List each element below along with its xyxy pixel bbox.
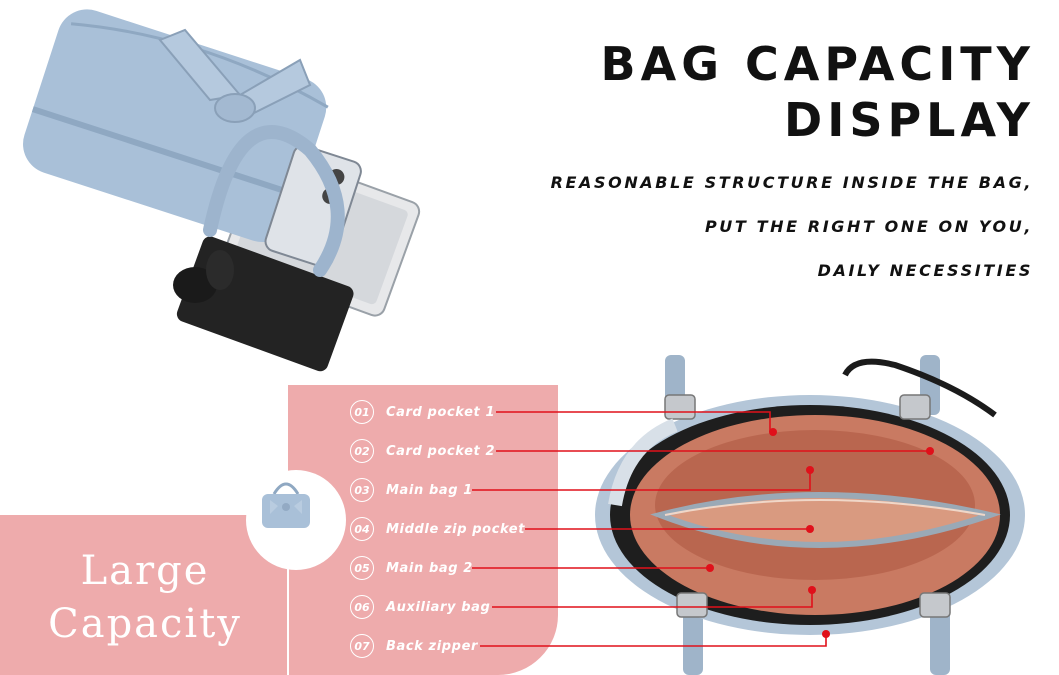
item-label: Auxiliary bag <box>386 599 491 615</box>
list-item: 07 Back zipper <box>350 632 478 660</box>
headline: BAG CAPACITY DISPLAY <box>601 36 1035 148</box>
panel-divider <box>287 562 289 675</box>
leader-line-1 <box>496 411 771 432</box>
item-number: 02 <box>350 439 374 463</box>
item-label: Back zipper <box>386 638 479 654</box>
item-number: 06 <box>350 595 374 619</box>
list-item: 03 Main bag 1 <box>350 476 473 504</box>
item-number: 07 <box>350 634 374 658</box>
bag-thumbnail <box>262 482 310 528</box>
list-item: 04 Middle zip pocket <box>350 515 525 543</box>
item-label: Main bag 2 <box>386 560 473 576</box>
leader-line-3 <box>472 470 811 491</box>
capacity-title: Large Capacity <box>40 545 250 651</box>
leader-dot-4 <box>806 525 814 533</box>
list-item: 06 Auxiliary bag <box>350 593 490 621</box>
capacity-panel <box>0 515 290 675</box>
leader-dot-2 <box>926 447 934 455</box>
leader-dot-5 <box>706 564 714 572</box>
headline-line-2: DISPLAY <box>784 93 1035 147</box>
tagline-line-1: REASONABLE STRUCTURE INSIDE THE BAG, <box>550 173 1033 192</box>
list-item: 05 Main bag 2 <box>350 554 473 582</box>
item-number: 03 <box>350 478 374 502</box>
list-item: 02 Card pocket 2 <box>350 437 495 465</box>
leader-line-6 <box>492 590 813 608</box>
tagline-line-3: DAILY NECESSITIES <box>817 261 1033 280</box>
leader-dot-3 <box>806 466 814 474</box>
leader-line-7 <box>480 634 827 647</box>
leader-dot-1 <box>769 428 777 436</box>
leader-dot-6 <box>808 586 816 594</box>
list-item: 01 Card pocket 1 <box>350 398 495 426</box>
item-label: Middle zip pocket <box>386 521 526 537</box>
leader-dot-7 <box>822 630 830 638</box>
item-label: Card pocket 2 <box>386 443 496 459</box>
capacity-title-line-1: Large <box>80 548 210 594</box>
tagline-line-2: PUT THE RIGHT ONE ON YOU, <box>704 217 1033 236</box>
item-label: Main bag 1 <box>386 482 473 498</box>
bag-contents-photo <box>23 9 421 372</box>
item-number: 01 <box>350 400 374 424</box>
headline-line-1: BAG CAPACITY <box>600 37 1035 91</box>
item-number: 05 <box>350 556 374 580</box>
capacity-title-line-2: Capacity <box>48 601 242 647</box>
item-number: 04 <box>350 517 374 541</box>
item-label: Card pocket 1 <box>386 404 496 420</box>
